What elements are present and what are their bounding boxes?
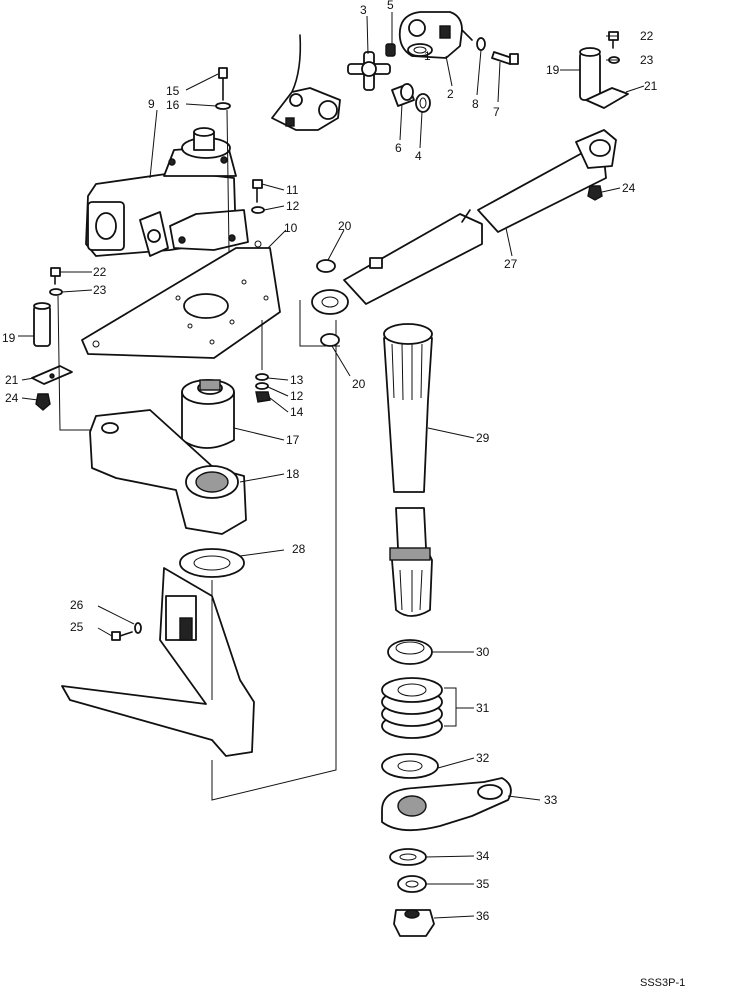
part-2-yoke: [398, 11, 473, 59]
label-34: 34: [476, 849, 490, 863]
label-3: 3: [360, 3, 367, 17]
label-14: 14: [290, 405, 304, 419]
part-9-gear-box: [85, 127, 249, 257]
part-33-arm: [381, 777, 512, 832]
part-36-nut: [393, 909, 435, 937]
label-2: 2: [447, 87, 454, 101]
label-13: 13: [290, 373, 304, 387]
label-26: 26: [70, 598, 84, 612]
label-24-left: 24: [5, 391, 19, 405]
part-labels: 3 5 2 8 7 6 4 9 15 16 11 12 10 22 23 19 …: [2, 0, 658, 923]
part-22-bolt-left: [50, 267, 61, 285]
part-35-lock-washer: [397, 875, 427, 893]
part-28-washer: [179, 548, 245, 578]
part-32-washer: [381, 753, 439, 779]
label-9: 9: [148, 97, 155, 111]
part-14-nut: [255, 391, 271, 403]
part-21-plate-right: [585, 87, 629, 109]
label-18: 18: [286, 467, 300, 481]
label-29: 29: [476, 431, 490, 445]
label-17: 17: [286, 433, 300, 447]
label-1: 1: [424, 49, 431, 63]
part-20-bush-upper: [316, 259, 336, 273]
label-31: 31: [476, 701, 490, 715]
label-19-right: 19: [546, 63, 560, 77]
label-6: 6: [395, 141, 402, 155]
corner-stamp: SSS3P-1: [640, 977, 685, 989]
label-20-lower: 20: [352, 377, 366, 391]
label-22-right: 22: [640, 29, 654, 43]
label-12-lower: 12: [290, 389, 304, 403]
part-3-spider: [347, 51, 391, 91]
part-18-arm: [89, 409, 247, 535]
label-35: 35: [476, 877, 490, 891]
part-5-fitting: [385, 43, 396, 57]
label-36: 36: [476, 909, 490, 923]
label-12-upper: 12: [286, 199, 300, 213]
part-19-pin-left: [33, 302, 51, 347]
part-20-bush-lower: [320, 333, 340, 347]
part-12-washer-lower: [255, 382, 269, 390]
part-17-sleeve: [181, 379, 235, 449]
label-28: 28: [292, 542, 306, 556]
label-30: 30: [476, 645, 490, 659]
part-15-bolt: [218, 67, 228, 101]
part-22-bolt-right: [608, 31, 619, 49]
label-10: 10: [284, 221, 298, 235]
part-29-shaft: [383, 323, 433, 617]
part-4-snap-ring: [415, 93, 431, 113]
part-7-bolt: [491, 51, 519, 65]
label-4: 4: [415, 149, 422, 163]
label-23-right: 23: [640, 53, 654, 67]
label-33: 33: [544, 793, 558, 807]
label-11: 11: [286, 183, 299, 197]
part-23-washer-left: [49, 288, 63, 296]
leader-lines: [18, 12, 645, 919]
label-24-right: 24: [622, 181, 636, 195]
label-16: 16: [166, 98, 180, 112]
label-23-left: 23: [93, 283, 107, 297]
label-19-left: 19: [2, 331, 16, 345]
part-10-plate: [81, 240, 281, 359]
label-15: 15: [166, 84, 180, 98]
leader-left-pins: [57, 295, 100, 431]
part-26-washer: [134, 622, 142, 634]
part-30-seal: [387, 639, 433, 665]
label-32: 32: [476, 751, 490, 765]
part-1-yoke: [271, 34, 341, 131]
part-21-plate-left: [31, 365, 73, 385]
bracket: [61, 567, 255, 757]
label-25: 25: [70, 620, 84, 634]
part-27-cylinder: [311, 129, 617, 315]
part-31-springs: [381, 677, 443, 739]
part-6-bearing-cup: [391, 83, 415, 107]
label-22-left: 22: [93, 265, 107, 279]
label-27: 27: [504, 257, 518, 271]
part-24-nut-left: [35, 393, 51, 411]
part-25-bolt: [111, 631, 133, 641]
label-21-left: 21: [5, 373, 19, 387]
part-11-bolt: [252, 179, 263, 203]
label-8: 8: [472, 97, 479, 111]
part-19-pin-right: [579, 47, 601, 101]
label-5: 5: [387, 0, 394, 12]
label-7: 7: [493, 105, 500, 119]
leader-frame: [211, 320, 337, 801]
part-8-washer: [476, 37, 486, 51]
label-20-upper: 20: [338, 219, 352, 233]
part-13-washer: [255, 373, 269, 381]
label-21-right: 21: [644, 79, 658, 93]
part-34-washer: [389, 848, 427, 866]
part-24-nut-right: [587, 185, 603, 201]
part-12-washer-upper: [251, 206, 265, 214]
part-16-washer: [215, 102, 231, 110]
